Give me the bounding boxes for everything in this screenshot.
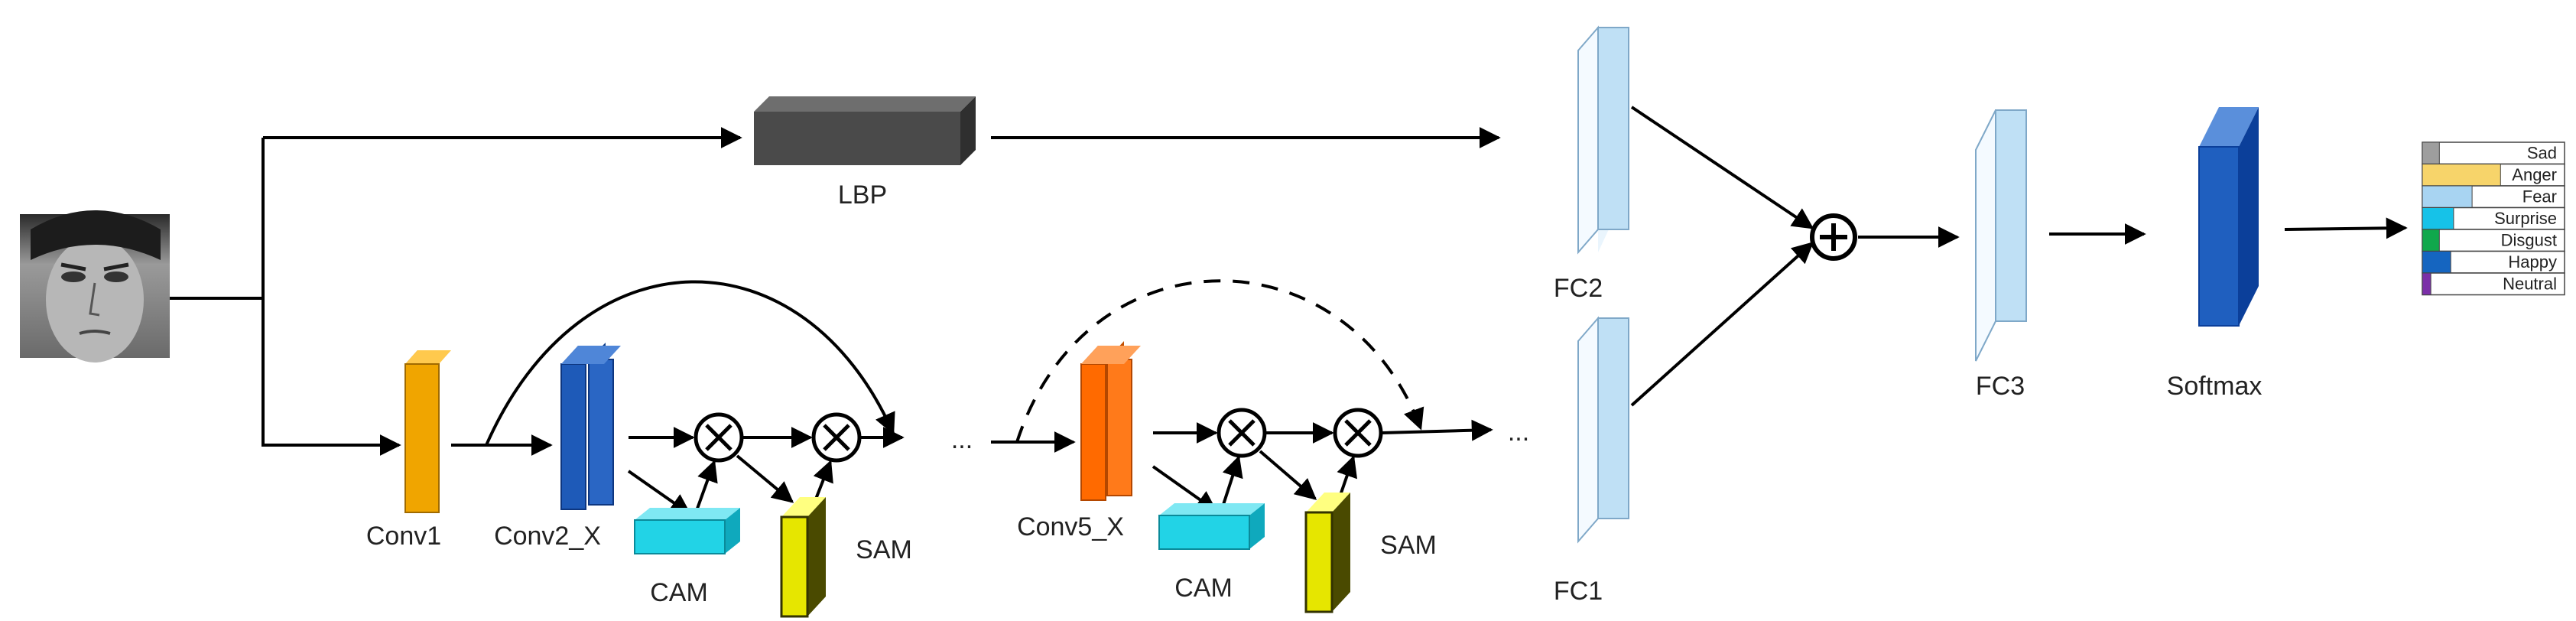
emotion-bar — [2422, 164, 2501, 187]
lbp-label: LBP — [838, 180, 887, 210]
emotion-label: Surprise — [2494, 209, 2557, 228]
emotion-label: Anger — [2512, 165, 2557, 184]
fc2-block: FC2 — [1554, 25, 1629, 303]
ellipsis-2: ... — [1508, 418, 1529, 447]
softmax-label: Softmax — [2167, 372, 2263, 401]
emotion-bar — [2422, 272, 2431, 295]
fc1-block: FC1 — [1554, 316, 1629, 606]
emotion-label: Happy — [2508, 252, 2557, 271]
conv2x-block: Conv2_X — [494, 343, 621, 551]
circled-times-icon — [694, 412, 744, 463]
input-face-image — [20, 210, 170, 363]
emotion-bar — [2422, 229, 2440, 252]
emotion-label: Neutral — [2503, 275, 2557, 294]
conv1-label: Conv1 — [366, 522, 441, 551]
fc-to-sum-arrows — [1630, 106, 1960, 407]
fc3-block: FC3 — [1975, 109, 2027, 401]
fc2-label: FC2 — [1554, 274, 1603, 303]
cam-block-1: CAM — [634, 508, 740, 607]
emotion-row-anger: Anger — [2422, 163, 2565, 187]
emotion-row-neutral: Neutral — [2422, 272, 2565, 296]
emotion-row-surprise: Surprise — [2422, 206, 2565, 230]
emotion-bar — [2422, 185, 2473, 208]
fc3-label: FC3 — [1976, 372, 2025, 401]
softmax-to-output-arrow — [2284, 217, 2408, 239]
fc1-label: FC1 — [1554, 577, 1603, 606]
emotion-label: Disgust — [2501, 231, 2557, 250]
conv2x-label: Conv2_X — [494, 522, 601, 551]
emotion-label: Fear — [2522, 187, 2557, 206]
emotion-row-disgust: Disgust — [2422, 229, 2565, 252]
emotion-row-fear: Fear — [2422, 185, 2565, 209]
emotion-label: Sad — [2527, 144, 2557, 163]
cam-label-1: CAM — [650, 578, 708, 607]
circled-times-icon — [811, 412, 862, 463]
lbp-block: LBP — [754, 96, 976, 210]
ellipsis-1: ... — [951, 425, 973, 454]
circled-plus-icon — [1810, 213, 1857, 261]
emotion-row-sad: Sad — [2422, 141, 2565, 165]
emotion-bar — [2422, 251, 2451, 274]
sam-block-1: SAM — [780, 497, 912, 618]
circled-times-icon — [1333, 408, 1383, 458]
conv5x-label: Conv5_X — [1017, 512, 1124, 541]
input-branch-lines — [170, 127, 742, 456]
conv5x-block: Conv5_X — [1017, 341, 1141, 541]
sam-label-1: SAM — [856, 535, 912, 564]
cam-block-2: CAM — [1158, 503, 1265, 603]
emotion-bar — [2422, 141, 2440, 164]
emotion-row-happy: Happy — [2422, 250, 2565, 274]
cam-label-2: CAM — [1174, 574, 1233, 603]
skip-connection-arc-2 — [1015, 279, 1424, 443]
sam-label-2: SAM — [1380, 531, 1437, 560]
softmax-block: Softmax — [2167, 107, 2263, 401]
emotion-bar — [2422, 207, 2454, 230]
attention-paths-block-1 — [627, 427, 905, 518]
conv1-block: Conv1 — [366, 350, 451, 551]
circled-times-icon — [1217, 408, 1267, 458]
skip-connection-arc-1 — [485, 280, 895, 446]
sam-block-2: SAM — [1304, 493, 1437, 613]
